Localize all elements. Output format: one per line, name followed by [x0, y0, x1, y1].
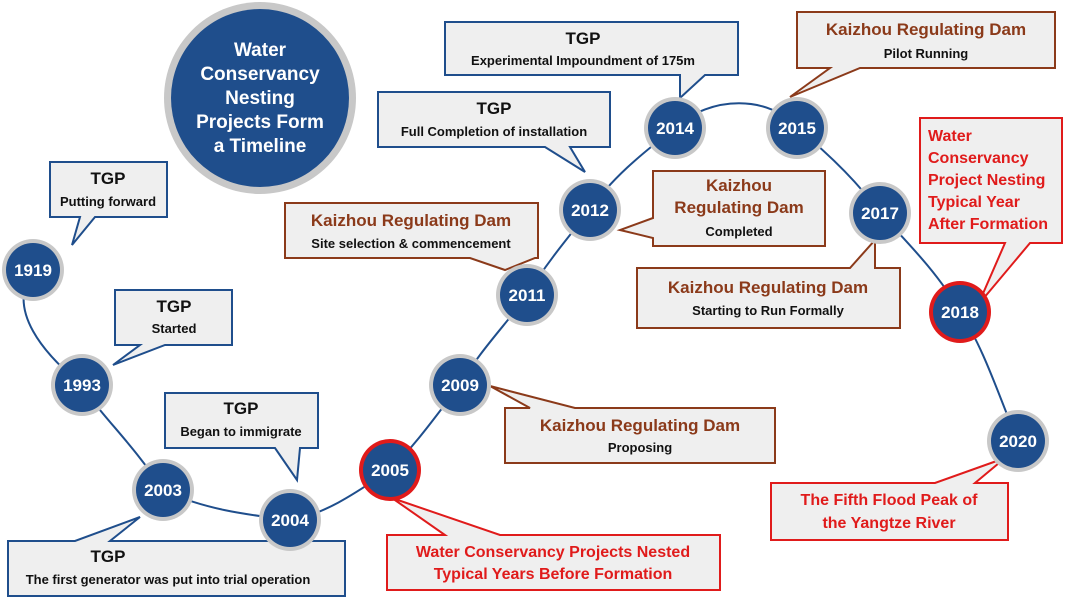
year-label: 2003 [144, 481, 182, 500]
year-node-2020: 2020 [987, 410, 1049, 472]
callout-2012-tgp-heading: TGP [477, 99, 512, 118]
year-node-2017: 2017 [849, 182, 911, 244]
year-label: 2011 [509, 286, 546, 305]
year-label: 2014 [656, 119, 694, 138]
title-line: a Timeline [214, 136, 307, 157]
callout-2003: TGP The first generator was put into tri… [7, 516, 346, 597]
callout-2020-line-2: the Yangtze River [822, 515, 955, 532]
callout-2004-detail: Began to immigrate [180, 424, 301, 439]
year-node-1919: 1919 [2, 239, 64, 301]
year-node-2003: 2003 [132, 459, 194, 521]
callout-2020-line-1: The Fifth Flood Peak of [801, 492, 979, 509]
callout-2014: TGP Experimental Impoundment of 175m [444, 21, 739, 101]
year-label: 1919 [14, 261, 52, 280]
callout-1993-detail: Started [152, 321, 197, 336]
year-node-2004: 2004 [259, 489, 321, 551]
callout-2018: Water Conservancy Project Nesting Typica… [919, 117, 1063, 306]
callout-1993: TGP Started [112, 289, 233, 366]
callout-2009: Kaizhou Regulating Dam Proposing [489, 385, 776, 464]
callout-2012-tgp-detail: Full Completion of installation [401, 124, 587, 139]
callout-2018-line-5: After Formation [928, 216, 1048, 233]
callout-2011-heading: Kaizhou Regulating Dam [311, 211, 511, 230]
callout-2017-detail: Starting to Run Formally [692, 303, 844, 318]
callout-2018-line-2: Conservancy [928, 150, 1029, 167]
year-label: 2009 [441, 376, 479, 395]
year-label: 2004 [271, 511, 309, 530]
callout-1919: TGP Putting forward [49, 161, 168, 246]
callout-2009-heading: Kaizhou Regulating Dam [540, 416, 740, 435]
callout-1919-detail: Putting forward [60, 194, 156, 209]
title-badge: Water Conservancy Nesting Projects Form … [164, 2, 356, 194]
callout-2015-heading: Kaizhou Regulating Dam [826, 20, 1026, 39]
callout-2004: TGP Began to immigrate [164, 392, 319, 483]
callout-2011-detail: Site selection & commencement [311, 236, 511, 251]
callout-2015: Kaizhou Regulating Dam Pilot Running [789, 11, 1056, 98]
callout-2017: Kaizhou Regulating Dam Starting to Run F… [636, 237, 901, 329]
year-node-2011: 2011 [496, 264, 558, 326]
callout-2012-tgp: TGP Full Completion of installation [377, 91, 611, 173]
title-line: Conservancy [200, 64, 320, 85]
callout-2012-kaizhou-detail: Completed [705, 224, 772, 239]
callout-2005: Water Conservancy Projects Nested Typica… [386, 497, 721, 591]
year-node-2018: 2018 [929, 281, 991, 343]
callout-2018-line-3: Project Nesting [928, 172, 1045, 189]
year-label: 2005 [371, 461, 409, 480]
callout-2003-heading: TGP [91, 547, 126, 566]
year-label: 2017 [861, 204, 899, 223]
year-label: 2012 [571, 201, 609, 220]
year-label: 2015 [778, 119, 816, 138]
year-node-2015: 2015 [766, 97, 828, 159]
callout-1919-heading: TGP [91, 169, 126, 188]
callout-2017-heading: Kaizhou Regulating Dam [668, 278, 868, 297]
callout-2009-detail: Proposing [608, 440, 672, 455]
year-node-2012: 2012 [559, 179, 621, 241]
callout-2018-line-4: Typical Year [928, 194, 1020, 211]
year-label: 2020 [999, 432, 1037, 451]
title-line: Projects Form [196, 112, 324, 133]
year-node-2014: 2014 [644, 97, 706, 159]
year-node-2005: 2005 [359, 439, 421, 501]
callout-2018-line-1: Water [928, 128, 972, 145]
callout-2014-heading: TGP [566, 29, 601, 48]
callout-2012-kaizhou-line-1: Kaizhou [706, 176, 772, 195]
year-node-2009: 2009 [429, 354, 491, 416]
callout-2011: Kaizhou Regulating Dam Site selection & … [284, 202, 539, 272]
callout-2004-heading: TGP [224, 399, 259, 418]
year-node-1993: 1993 [51, 354, 113, 416]
callout-2015-detail: Pilot Running [884, 46, 969, 61]
callout-1993-heading: TGP [157, 297, 192, 316]
year-label: 2018 [941, 303, 979, 322]
title-line: Nesting [225, 88, 295, 109]
title-line: Water [234, 40, 287, 61]
callout-2012-kaizhou-line-2: Regulating Dam [674, 198, 803, 217]
callout-2014-detail: Experimental Impoundment of 175m [471, 53, 695, 68]
callout-2005-line-2: Typical Years Before Formation [434, 566, 673, 583]
callout-2005-line-1: Water Conservancy Projects Nested [416, 544, 690, 561]
callout-2012-kaizhou: Kaizhou Regulating Dam Completed [616, 170, 826, 247]
callout-2020: The Fifth Flood Peak of the Yangtze Rive… [770, 457, 1009, 541]
year-label: 1993 [63, 376, 101, 395]
callout-2003-detail: The first generator was put into trial o… [26, 572, 311, 587]
